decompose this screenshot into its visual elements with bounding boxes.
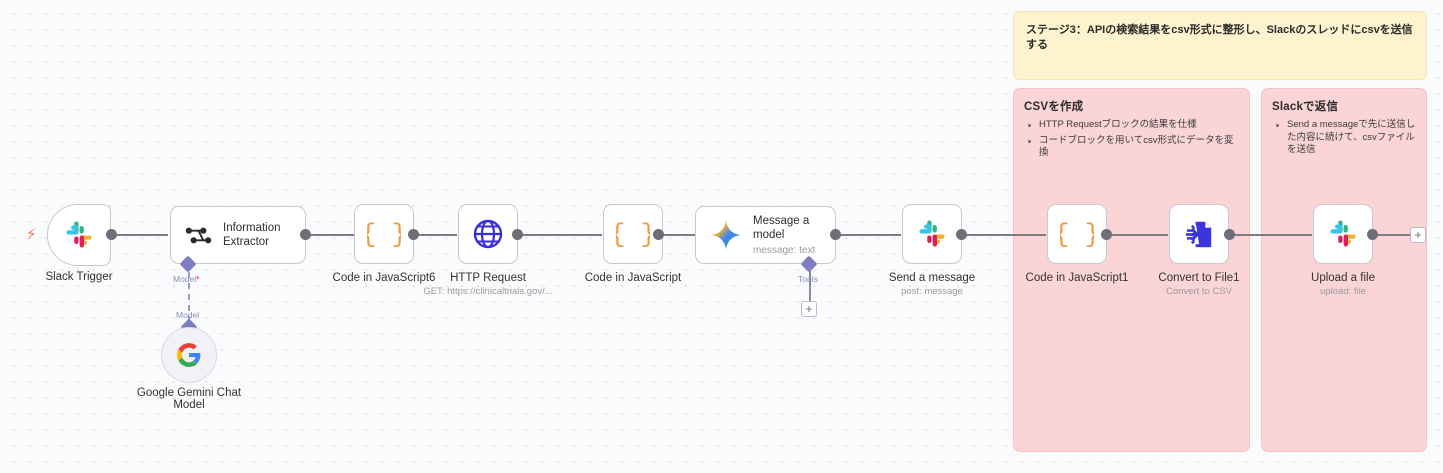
node-label-gemini-line1: Google Gemini Chat [136,387,242,399]
node-sublabel-send-a-message: post: message [901,286,963,297]
node-http-request[interactable] [458,204,518,264]
connector-label-model: Model [176,310,200,320]
node-label-code-in-javascript6: Code in JavaScript6 [332,272,436,284]
output-port-message-a-model[interactable] [830,229,841,240]
edge-extractor-to-code6 [306,234,354,236]
slack-icon [1328,219,1358,249]
connector-label-model-required-text: Model [173,274,197,284]
output-port-code-in-javascript1[interactable] [1101,229,1112,240]
edge-message-model-to-send [836,234,901,236]
edge-message-model-to-tools-add [809,268,811,302]
svg-text:{ }: { } [1060,221,1094,250]
slack-icon [917,219,947,249]
node-subtitle-message-a-model: message: text [753,244,816,256]
group-panel-csv-title: CSVを作成 [1024,101,1084,113]
node-label-code-in-javascript: Code in JavaScript [584,272,682,284]
code-braces-icon: { } [1060,217,1094,251]
node-title-information-extractor: Information Extractor [223,222,281,248]
google-g-icon [176,342,202,368]
node-information-extractor[interactable]: Information Extractor [170,206,306,264]
node-code-in-javascript1[interactable]: { } [1047,204,1107,264]
add-node-button[interactable]: + [1410,227,1426,243]
node-google-gemini-chat-model[interactable] [161,327,217,383]
node-convert-to-file1[interactable] [1169,204,1229,264]
node-label-convert-to-file1: Convert to File1 [1158,272,1240,284]
group-panel-slack[interactable]: Slackで返信 Send a messageで先に送信した内容に続けて、csv… [1261,88,1427,452]
code-braces-icon: { } [367,217,401,251]
output-port-upload-a-file[interactable] [1367,229,1378,240]
edge-convert-to-upload [1232,234,1312,236]
svg-text:{ }: { } [367,221,401,250]
connector-label-tools: Tools [798,274,818,284]
information-extractor-icon [185,222,212,249]
node-label-send-a-message: Send a message [888,272,976,284]
sticky-note-text: ステージ3：APIの検索結果をcsv形式に整形し、Slackのスレッドにcsvを… [1026,24,1413,51]
slack-icon [64,220,94,250]
node-sublabel-http-request: GET: https://clinicaltrials.gov/... [423,286,553,297]
list-item: HTTP Requestブロックの結果を仕様 [1028,119,1239,132]
group-panel-csv-list: HTTP Requestブロックの結果を仕様 コードブロックを用いてcsv形式に… [1014,119,1249,160]
add-tool-button[interactable]: + [801,301,817,317]
required-asterisk: * [196,274,200,284]
edge-http-to-code [517,234,602,236]
globe-icon [472,218,504,250]
list-item: コードブロックを用いてcsv形式にデータを変換 [1028,135,1239,160]
gemini-sparkle-icon [710,219,742,251]
node-label-slack-trigger: Slack Trigger [45,271,113,283]
node-information-extractor-texts: Information Extractor [223,221,301,249]
node-label-upload-a-file: Upload a file [1311,272,1375,284]
svg-text:{ }: { } [616,221,650,250]
node-label-gemini-line2: Model [173,399,205,411]
code-braces-icon: { } [616,217,650,251]
node-message-a-model[interactable]: Message a model message: text [695,206,836,264]
lightning-bolt-icon: ⚡ [26,226,37,243]
group-panel-slack-list: Send a messageで先に送信した内容に続けて、csvファイルを送信 [1262,119,1426,157]
node-message-a-model-texts: Message a model message: text [753,214,815,257]
output-port-information-extractor[interactable] [300,229,311,240]
node-upload-a-file[interactable] [1313,204,1373,264]
output-port-http-request[interactable] [512,229,523,240]
edge-code-to-message-model [659,234,695,236]
node-send-a-message[interactable] [902,204,962,264]
list-item: Send a messageで先に送信した内容に続けて、csvファイルを送信 [1276,119,1416,156]
node-sublabel-convert-to-file1: Convert to CSV [1166,286,1232,297]
output-port-code-in-javascript[interactable] [653,229,664,240]
edge-upload-to-add [1377,234,1410,236]
node-label-code-in-javascript1: Code in JavaScript1 [1025,272,1129,284]
edge-code1-to-convert [1108,234,1168,236]
output-port-convert-to-file1[interactable] [1224,229,1235,240]
edge-send-to-code1 [961,234,1046,236]
node-slack-trigger[interactable] [47,204,111,266]
edge-code6-to-http [412,234,457,236]
connector-label-model-required: Model* [173,274,199,284]
group-panel-csv[interactable]: CSVを作成 HTTP Requestブロックの結果を仕様 コードブロックを用い… [1013,88,1250,452]
edge-trigger-to-extractor [112,234,168,236]
output-port-code-in-javascript6[interactable] [408,229,419,240]
convert-to-file-icon [1184,219,1215,250]
node-code-in-javascript6[interactable]: { } [354,204,414,264]
output-port-send-a-message[interactable] [956,229,967,240]
output-port-slack-trigger[interactable] [106,229,117,240]
edge-extractor-to-gemini [188,272,190,322]
node-label-http-request: HTTP Request [450,272,526,284]
node-sublabel-upload-a-file: upload: file [1320,286,1366,297]
node-title-message-a-model: Message a model [753,214,810,241]
sticky-note[interactable]: ステージ3：APIの検索結果をcsv形式に整形し、Slackのスレッドにcsvを… [1013,11,1427,80]
group-panel-slack-title: Slackで返信 [1272,101,1339,113]
